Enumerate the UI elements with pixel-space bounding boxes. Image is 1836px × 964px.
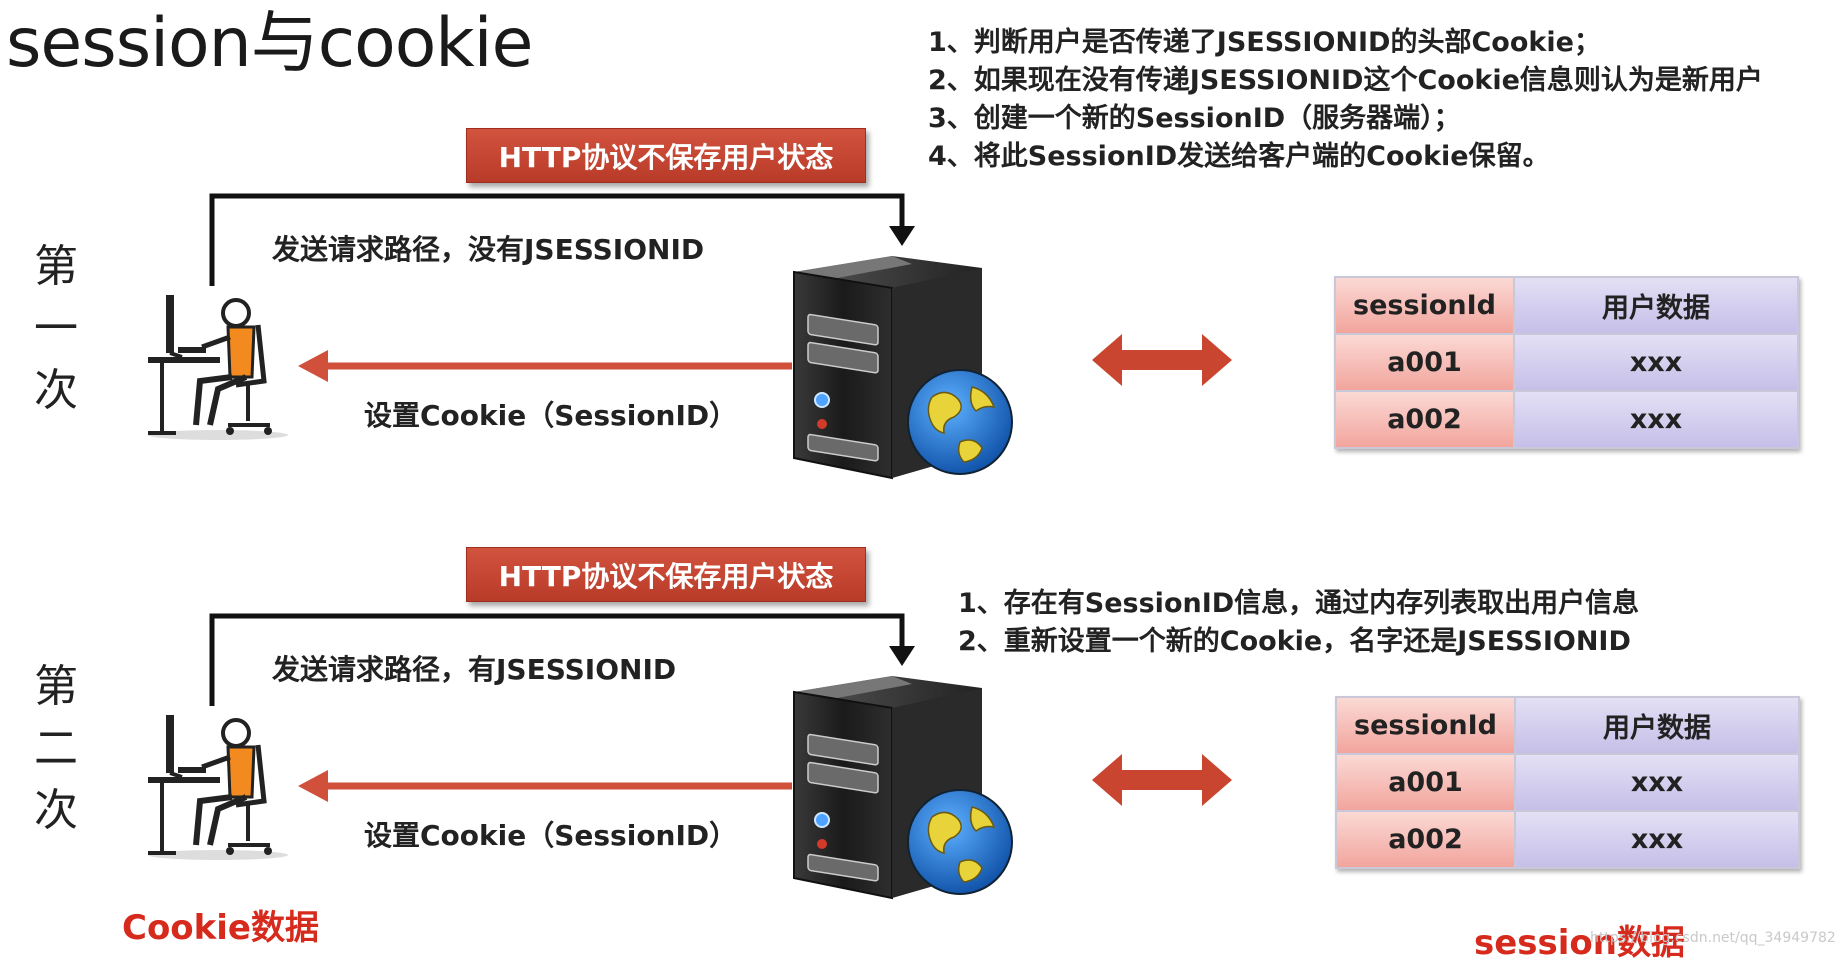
second-request-label: 发送请求路径，有JSESSIONID [272,653,677,686]
second-session-table: sessionId 用户数据 a001 xxx a002 xxx [1335,696,1800,869]
table-row: a001 xxx [1335,753,1800,812]
second-side-char-3: 次 [34,785,78,836]
table-header-sessionid: sessionId [1335,696,1516,755]
table-cell: a001 [1334,333,1515,392]
second-response-arrowhead [298,770,328,802]
table-row: a002 xxx [1335,810,1800,869]
table-cell: xxx [1513,390,1799,449]
second-side-label: 第 二 次 [28,656,84,842]
globe-icon [907,789,1013,895]
double-arrow-icon [1092,754,1232,806]
session-data-label: session数据 [1474,923,1685,963]
second-request-line [209,613,905,706]
table-row: a001 xxx [1334,333,1799,392]
table-cell: a002 [1335,810,1516,869]
second-step-1: 1、存在有SessionID信息，通过内存列表取出用户信息 [958,588,1640,619]
first-side-char-2: 一 [34,303,78,354]
first-response-label: 设置Cookie（SessionID） [364,399,738,432]
first-side-char-3: 次 [34,365,78,416]
table-header-sessionid: sessionId [1334,276,1515,335]
first-http-banner: HTTP协议不保存用户状态 [466,128,866,183]
first-request-line [209,193,905,286]
first-request-label: 发送请求路径，没有JSESSIONID [272,233,705,266]
second-http-banner: HTTP协议不保存用户状态 [466,547,866,602]
second-side-char-1: 第 [34,661,78,712]
table-cell: a002 [1334,390,1515,449]
first-side-label: 第 一 次 [28,236,84,422]
first-step-2: 2、如果现在没有传递JSESSIONID这个Cookie信息则认为是新用户 [928,65,1763,96]
page-title: session与cookie [6,4,533,83]
first-side-char-1: 第 [34,241,78,292]
table-cell: xxx [1514,810,1800,869]
second-steps: 1、存在有SessionID信息，通过内存列表取出用户信息 2、重新设置一个新的… [958,585,1639,661]
first-steps: 1、判断用户是否传递了JSESSIONID的头部Cookie； 2、如果现在没有… [928,24,1763,176]
table-cell: a001 [1335,753,1516,812]
second-request-arrowhead [889,646,915,666]
table-cell: xxx [1513,333,1799,392]
second-side-char-2: 二 [34,723,78,774]
table-row: a002 xxx [1334,390,1799,449]
server-icon [793,676,1013,900]
second-step-2: 2、重新设置一个新的Cookie，名字还是JSESSIONID [958,626,1631,657]
table-header-row: sessionId 用户数据 [1335,696,1800,755]
table-header-userdata: 用户数据 [1514,696,1800,755]
person-at-computer-icon [148,295,288,440]
first-step-3: 3、创建一个新的SessionID（服务器端）； [928,103,1461,134]
double-arrow-icon [1092,334,1232,386]
first-step-4: 4、将此SessionID发送给客户端的Cookie保留。 [928,141,1550,172]
second-response-label: 设置Cookie（SessionID） [364,819,738,852]
first-session-table: sessionId 用户数据 a001 xxx a002 xxx [1334,276,1799,449]
first-step-1: 1、判断用户是否传递了JSESSIONID的头部Cookie； [928,27,1601,58]
first-request-arrowhead [889,226,915,246]
table-header-row: sessionId 用户数据 [1334,276,1799,335]
first-response-arrowhead [298,350,328,382]
server-icon [793,256,1013,480]
table-header-userdata: 用户数据 [1513,276,1799,335]
watermark: https://blog.csdn.net/qq_34949782 [1590,930,1836,946]
table-cell: xxx [1514,753,1800,812]
cookie-data-label: Cookie数据 [122,908,319,948]
person-at-computer-icon [148,715,288,860]
